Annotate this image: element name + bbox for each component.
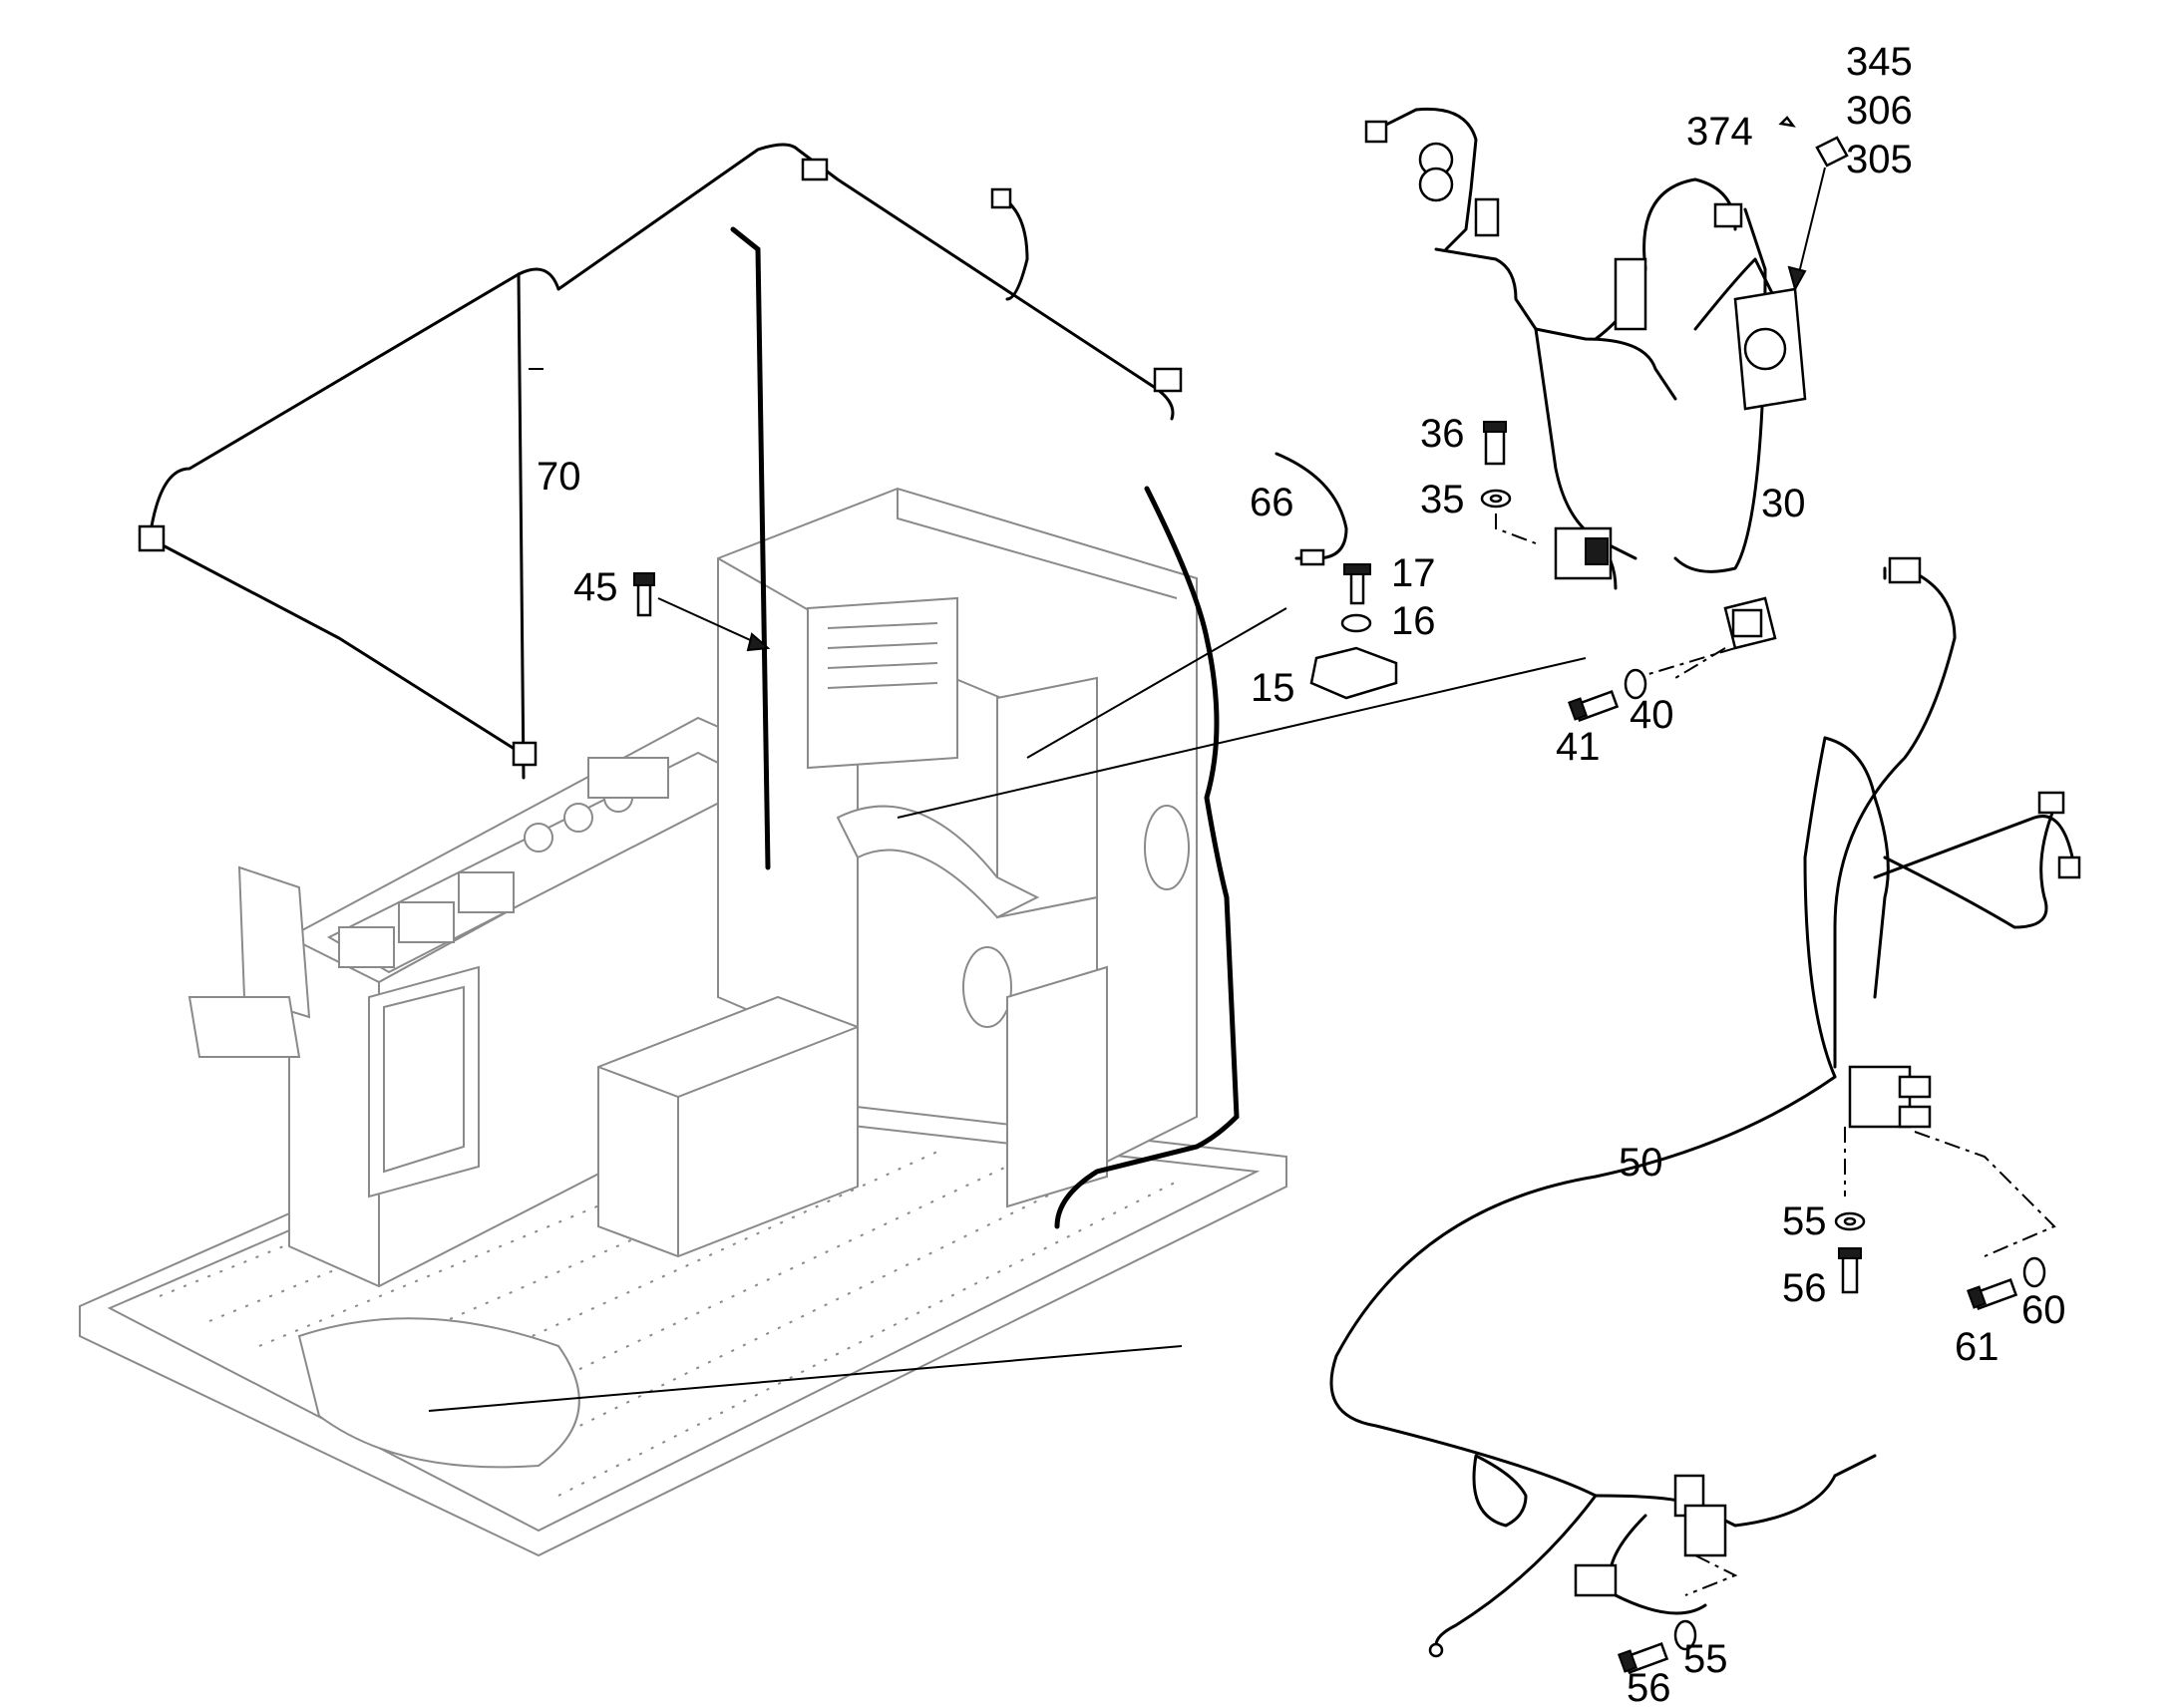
callout-56-lower: 56 (1627, 1666, 1671, 1708)
callout-60: 60 (2021, 1288, 2066, 1332)
callout-35: 35 (1420, 478, 1465, 521)
harness-50 (428, 556, 2081, 1674)
callout-66: 66 (1250, 481, 1294, 524)
callout-17: 17 (1391, 551, 1436, 595)
callout-30: 30 (1761, 482, 1806, 525)
callout-50: 50 (1619, 1141, 1663, 1185)
callout-45: 45 (573, 565, 618, 609)
callout-41: 41 (1556, 725, 1601, 769)
bracket-15 (897, 563, 1587, 819)
callout-61: 61 (1955, 1325, 1999, 1369)
callout-labels: 345 306 374 305 36 35 30 66 17 16 15 70 … (537, 40, 2066, 1708)
fastener-group-upper (1480, 421, 1777, 722)
callout-36: 36 (1420, 412, 1465, 456)
callout-70: 70 (537, 455, 581, 499)
callout-56-upper: 56 (1782, 1266, 1827, 1310)
callout-16: 16 (1391, 599, 1436, 643)
cables (1054, 452, 1348, 1229)
machine-outline (79, 487, 1287, 1557)
callout-40: 40 (1630, 693, 1674, 737)
callout-15: 15 (1251, 666, 1295, 710)
callout-55-lower: 55 (1683, 1637, 1728, 1681)
callout-306: 306 (1846, 89, 1913, 133)
harness-70 (138, 143, 1183, 870)
harness-30 (1364, 107, 1849, 590)
screw-45 (633, 572, 771, 652)
callout-374: 374 (1686, 110, 1753, 154)
callout-55-upper: 55 (1782, 1199, 1827, 1243)
callout-345: 345 (1846, 40, 1913, 84)
callout-305: 305 (1846, 138, 1913, 181)
